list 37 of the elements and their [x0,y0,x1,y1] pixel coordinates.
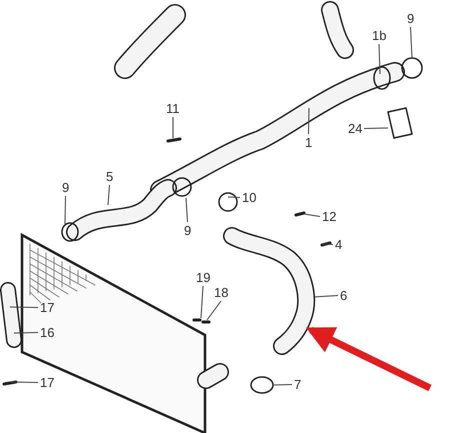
leader-line [206,300,222,320]
callout-number: 1 [305,136,312,149]
leader-line [378,44,380,74]
leader-line [314,295,338,298]
callout-number: 9 [62,181,70,194]
leader-line [272,384,292,386]
leader-line [200,286,204,318]
leader-line [10,306,38,308]
leader-line [228,196,240,198]
leader-line [14,332,38,334]
callout-number: 9 [184,224,192,237]
callout-number: 17 [40,376,54,389]
leader-line [64,196,66,226]
leader-line [304,214,320,217]
callout-number: 4 [335,238,342,251]
callout-number: 9 [407,12,414,25]
callout-number: 18 [214,286,228,299]
callout-number: 19 [196,271,210,284]
arrow [306,326,432,392]
leader-line [108,184,110,206]
callout-number: 10 [242,191,256,204]
callout-number: 6 [340,289,348,302]
leader-line [322,244,334,245]
leader-line [410,26,412,58]
leader-line [172,116,174,138]
callout-number: 12 [322,210,336,223]
callout-number: 24 [348,122,362,135]
callout-number: 11 [166,102,180,115]
leader-line [364,128,388,129]
callout-number: 7 [294,378,302,391]
leader-line [308,108,310,134]
callout-number: 1b [372,29,386,42]
leader-line [186,198,188,222]
callout-number: 17 [40,301,54,314]
leader-line [10,382,38,383]
callout-number: 5 [106,170,114,183]
callout-number: 16 [40,326,54,339]
